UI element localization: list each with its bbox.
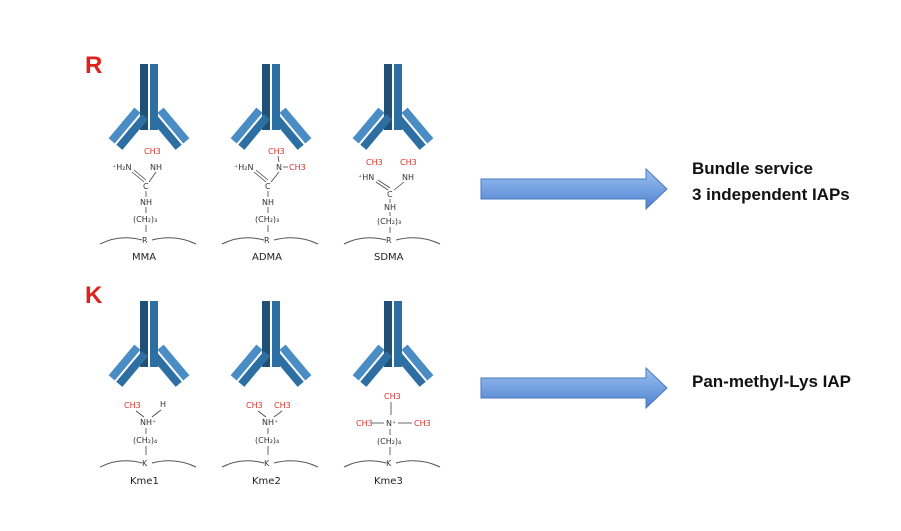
mma-right-group: NH xyxy=(150,163,162,172)
antibody-kme2: CH3 CH3 NH⁺ (CH₂)₄ K Kme2 xyxy=(221,301,319,487)
antibody-sdma: CH3 CH3 ⁺HN NH C NH (CH₂)₃ R SDMA xyxy=(343,64,441,262)
arrow-right-icon xyxy=(480,167,668,211)
kme1-residue: K xyxy=(142,459,148,468)
result-r: Bundle service 3 independent IAPs xyxy=(692,156,850,208)
kme3-methyl-left: CH3 xyxy=(356,419,373,428)
sdma-methyl-left: CH3 xyxy=(366,158,383,167)
mma-left-group: ⁺H₂N xyxy=(112,163,131,172)
kme3-methyl-right: CH3 xyxy=(414,419,431,428)
sdma-left-group: ⁺HN xyxy=(358,173,374,182)
result-r-line-2: 3 independent IAPs xyxy=(692,185,850,204)
lysine-antibody-diagrams: CH3 H NH⁺ (CH₂)₄ K Kme1 CH3 CH3 NH⁺ xyxy=(100,301,441,487)
kme3-chain: (CH₂)₄ xyxy=(377,437,401,446)
antibody-icon xyxy=(230,301,312,387)
antibody-icon xyxy=(108,301,190,387)
sdma-lower: NH xyxy=(384,203,396,212)
lysine-methylation-panel: CH3 H NH⁺ (CH₂)₄ K Kme1 CH3 CH3 NH⁺ xyxy=(100,295,510,495)
result-k: Pan-methyl-Lys IAP xyxy=(692,369,851,395)
antibody-icon xyxy=(108,64,190,150)
arrow-to-bundle-service xyxy=(480,167,668,211)
adma-label: ADMA xyxy=(252,252,282,262)
kme2-methyl-right: CH3 xyxy=(274,401,291,410)
adma-center: C xyxy=(265,182,271,191)
kme2-methyl-left: CH3 xyxy=(246,401,263,410)
kme1-hydrogen: H xyxy=(160,400,166,409)
kme1-label: Kme1 xyxy=(130,476,159,487)
row-letter-r: R xyxy=(85,52,103,79)
kme3-label: Kme3 xyxy=(374,476,403,487)
adma-chain: (CH₂)₃ xyxy=(255,215,279,224)
arginine-antibody-diagrams: CH3 ⁺H₂N NH C NH (CH₂)₃ R MMA CH3 ⁺H₂N xyxy=(100,64,441,262)
sdma-residue: R xyxy=(386,236,392,245)
result-r-line-1: Bundle service xyxy=(692,159,813,178)
adma-residue: R xyxy=(264,236,270,245)
antibody-adma: CH3 ⁺H₂N N CH3 C NH (CH₂)₃ R ADMA xyxy=(221,64,319,262)
mma-methyl: CH3 xyxy=(144,147,161,156)
adma-methyl-right: CH3 xyxy=(289,163,306,172)
arrow-to-pan-methyl-lys xyxy=(480,366,668,410)
mma-residue: R xyxy=(142,236,148,245)
result-k-line-1: Pan-methyl-Lys IAP xyxy=(692,372,852,391)
antibody-icon xyxy=(230,64,312,150)
adma-left-group: ⁺H₂N xyxy=(234,163,253,172)
adma-methyl-top: CH3 xyxy=(268,147,285,156)
kme2-residue: K xyxy=(264,459,270,468)
mma-lower: NH xyxy=(140,198,152,207)
antibody-mma: CH3 ⁺H₂N NH C NH (CH₂)₃ R MMA xyxy=(100,64,197,262)
mma-label: MMA xyxy=(132,252,156,262)
kme2-chain: (CH₂)₄ xyxy=(255,436,279,445)
antibody-kme3: CH3 CH3 N⁺ CH3 (CH₂)₄ K Kme3 xyxy=(343,301,441,487)
kme1-chain: (CH₂)₄ xyxy=(133,436,157,445)
sdma-label: SDMA xyxy=(374,252,404,262)
kme1-n-group: NH⁺ xyxy=(140,418,156,427)
sdma-methyl-right: CH3 xyxy=(400,158,417,167)
antibody-icon xyxy=(352,64,434,150)
kme2-label: Kme2 xyxy=(252,476,281,487)
kme3-n-group: N⁺ xyxy=(386,419,396,428)
adma-lower: NH xyxy=(262,198,274,207)
kme1-methyl: CH3 xyxy=(124,401,141,410)
antibody-kme1: CH3 H NH⁺ (CH₂)₄ K Kme1 xyxy=(100,301,197,487)
arginine-methylation-panel: CH3 ⁺H₂N NH C NH (CH₂)₃ R MMA CH3 ⁺H₂N xyxy=(100,62,510,262)
arrow-right-icon xyxy=(480,366,668,410)
kme2-n-group: NH⁺ xyxy=(262,418,278,427)
kme3-residue: K xyxy=(386,459,392,468)
row-letter-k: K xyxy=(85,282,103,309)
sdma-chain: (CH₂)₃ xyxy=(377,217,401,226)
sdma-right-group: NH xyxy=(402,173,414,182)
adma-right-group: N xyxy=(276,163,282,172)
mma-center: C xyxy=(143,182,149,191)
sdma-center: C xyxy=(387,190,393,199)
mma-chain: (CH₂)₃ xyxy=(133,215,157,224)
antibody-icon xyxy=(352,301,434,387)
kme3-methyl-top: CH3 xyxy=(384,392,401,401)
